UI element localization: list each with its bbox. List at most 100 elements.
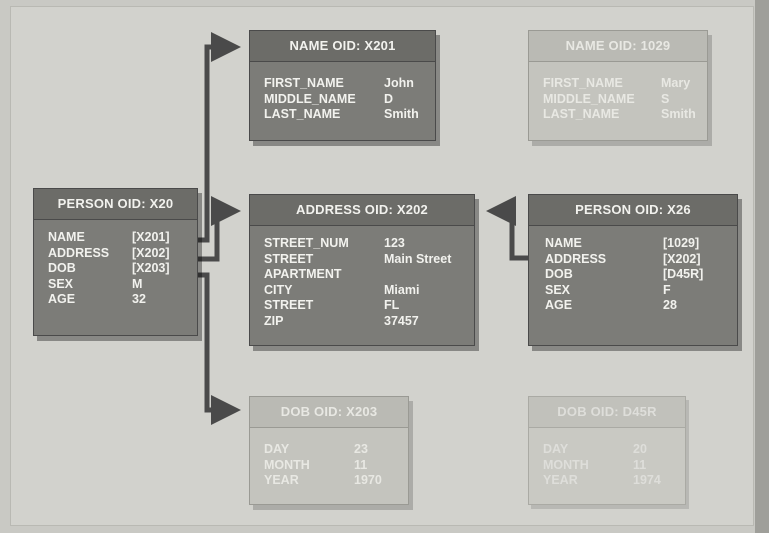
attribute-value: [X201] xyxy=(132,230,170,244)
attribute-key: FIRST_NAME xyxy=(543,76,623,90)
attribute-row: NAME [1029] xyxy=(545,236,727,252)
attribute-value: 11 xyxy=(633,457,647,472)
attribute-row: NAME[X201] xyxy=(48,230,187,246)
attribute-key: MIDDLE_NAME xyxy=(543,91,635,106)
attribute-value: 1974 xyxy=(633,473,661,487)
attribute-row: YEAR 1974 xyxy=(543,473,675,489)
dob-d45r-box: DOB OID: D45R DAY 20 MONTH 11 YEAR 1974 xyxy=(528,396,686,505)
attribute-key: MIDDLE_NAME xyxy=(264,91,356,106)
attribute-row: ZIP 37457 xyxy=(264,314,464,330)
attribute-key: YEAR xyxy=(543,473,578,487)
attribute-value: 123 xyxy=(384,236,405,250)
attribute-value: [D45R] xyxy=(663,267,704,281)
attribute-value: D xyxy=(384,91,394,106)
attribute-row: SEX M xyxy=(48,277,187,293)
person-x20-title: PERSON OID: X20 xyxy=(34,189,197,220)
attribute-key: DAY xyxy=(543,442,569,456)
dob-d45r-title: DOB OID: D45R xyxy=(529,397,685,428)
attribute-key: DOB xyxy=(48,261,76,275)
attribute-value: Smith xyxy=(384,107,419,121)
attribute-row: AGE 28 xyxy=(545,298,727,314)
attribute-value: [X202] xyxy=(663,251,701,266)
attribute-row: LAST_NAME Smith xyxy=(264,107,425,123)
attribute-row: CITY Miami xyxy=(264,283,464,299)
dob-x203-title: DOB OID: X203 xyxy=(250,397,408,428)
attribute-value: M xyxy=(132,276,143,291)
attribute-row: LAST_NAME Smith xyxy=(543,107,697,123)
attribute-key: ADDRESS xyxy=(48,245,110,260)
person-x20-box: PERSON OID: X20 NAME[X201] ADDRESS [X202]… xyxy=(33,188,198,336)
attribute-value: FL xyxy=(384,298,400,312)
attribute-row: APARTMENT xyxy=(264,267,464,283)
name-x201-box: NAME OID: X201 FIRST_NAME John MIDDLE_NAM… xyxy=(249,30,436,141)
attribute-row: MIDDLE_NAME D xyxy=(264,92,425,108)
attribute-value: Miami xyxy=(384,282,420,297)
attribute-value: 28 xyxy=(663,298,677,312)
attribute-row: FIRST_NAME John xyxy=(264,76,425,92)
attribute-key: ADDRESS xyxy=(545,251,607,266)
attribute-key: AGE xyxy=(545,298,573,312)
person-x26-box: PERSON OID: X26 NAME [1029] ADDRESS [X202]… xyxy=(528,194,738,346)
name-1029-title: NAME OID: 1029 xyxy=(529,31,707,62)
attribute-key: STREET xyxy=(264,298,314,312)
attribute-key: STREET_NUM xyxy=(264,236,349,250)
attribute-row: STREET_NUM 123 xyxy=(264,236,464,252)
attribute-key: LAST_NAME xyxy=(264,107,341,121)
attribute-row: STREET Main Street xyxy=(264,252,464,268)
attribute-value: John xyxy=(384,76,414,90)
attribute-key: FIRST_NAME xyxy=(264,76,344,90)
attribute-value: F xyxy=(663,282,671,297)
attribute-row: ADDRESS [X202] xyxy=(545,252,727,268)
attribute-value: 32 xyxy=(132,292,146,306)
attribute-row: MONTH 11 xyxy=(543,458,675,474)
attribute-value xyxy=(384,267,464,283)
attribute-key: MONTH xyxy=(543,457,589,472)
attribute-key: SEX xyxy=(48,276,74,291)
attribute-row: DOB [X203] xyxy=(48,261,187,277)
attribute-value: 11 xyxy=(354,457,368,472)
attribute-key: STREET xyxy=(264,251,314,266)
arrow-person-x20-to-name-x201 xyxy=(198,32,241,243)
attribute-key: SEX xyxy=(545,282,571,297)
attribute-row: FIRST_NAME Mary xyxy=(543,76,697,92)
name-1029-box: NAME OID: 1029 FIRST_NAME Mary MIDDLE_NAM… xyxy=(528,30,708,141)
attribute-row: STREET FL xyxy=(264,298,464,314)
arrow-person-x20-to-address-x202 xyxy=(198,196,241,262)
attribute-value: Mary xyxy=(661,76,691,90)
attribute-key: LAST_NAME xyxy=(543,107,620,121)
attribute-value: 20 xyxy=(633,442,647,456)
page-edge xyxy=(755,0,769,533)
attribute-row: MIDDLE_NAME S xyxy=(543,92,697,108)
attribute-value: [X202] xyxy=(132,245,170,260)
attribute-value: [1029] xyxy=(663,236,700,250)
name-x201-title: NAME OID: X201 xyxy=(250,31,435,62)
attribute-row: ADDRESS [X202] xyxy=(48,246,187,262)
arrow-person-x26-to-address-x202 xyxy=(486,196,528,261)
attribute-row: MONTH 11 xyxy=(264,458,398,474)
attribute-value: Smith xyxy=(661,107,696,121)
attribute-key: APARTMENT xyxy=(264,267,342,281)
attribute-value: 37457 xyxy=(384,313,419,328)
attribute-row: DAY 20 xyxy=(543,442,675,458)
attribute-value: S xyxy=(661,91,670,106)
attribute-key: CITY xyxy=(264,282,293,297)
arrow-person-x20-to-dob-x203 xyxy=(198,272,241,425)
attribute-key: ZIP xyxy=(264,313,284,328)
address-x202-title: ADDRESS OID: X202 xyxy=(250,195,474,226)
person-x26-title: PERSON OID: X26 xyxy=(529,195,737,226)
attribute-row: DOB[D45R] xyxy=(545,267,727,283)
attribute-value: 1970 xyxy=(354,473,382,487)
attribute-key: NAME xyxy=(545,236,582,250)
attribute-value: 23 xyxy=(354,442,368,456)
attribute-key: MONTH xyxy=(264,457,310,472)
attribute-value: Main Street xyxy=(384,251,452,266)
attribute-value: [X203] xyxy=(132,261,170,275)
address-x202-box: ADDRESS OID: X202 STREET_NUM 123 STREET Ma… xyxy=(249,194,475,346)
attribute-row: SEX F xyxy=(545,283,727,299)
